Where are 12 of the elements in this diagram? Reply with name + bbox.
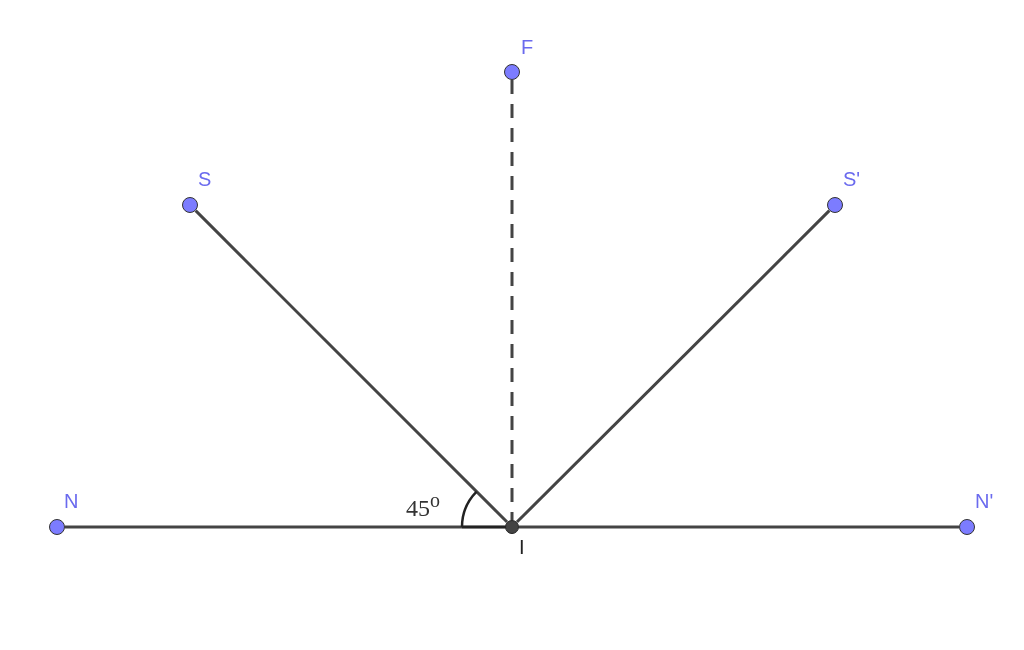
line-segment (515, 209, 831, 524)
point-label: S' (843, 169, 861, 189)
point-label: F (521, 37, 534, 57)
point-label: S (198, 169, 212, 189)
point-label: N' (975, 491, 994, 511)
line-segment (519, 525, 959, 529)
angle-label: 45$^{o}$ (406, 488, 440, 520)
dashed-line (510, 80, 514, 520)
line-segment (65, 525, 505, 529)
point-label: I (519, 537, 525, 557)
line-segment (194, 209, 509, 524)
point-label: N (64, 491, 79, 511)
